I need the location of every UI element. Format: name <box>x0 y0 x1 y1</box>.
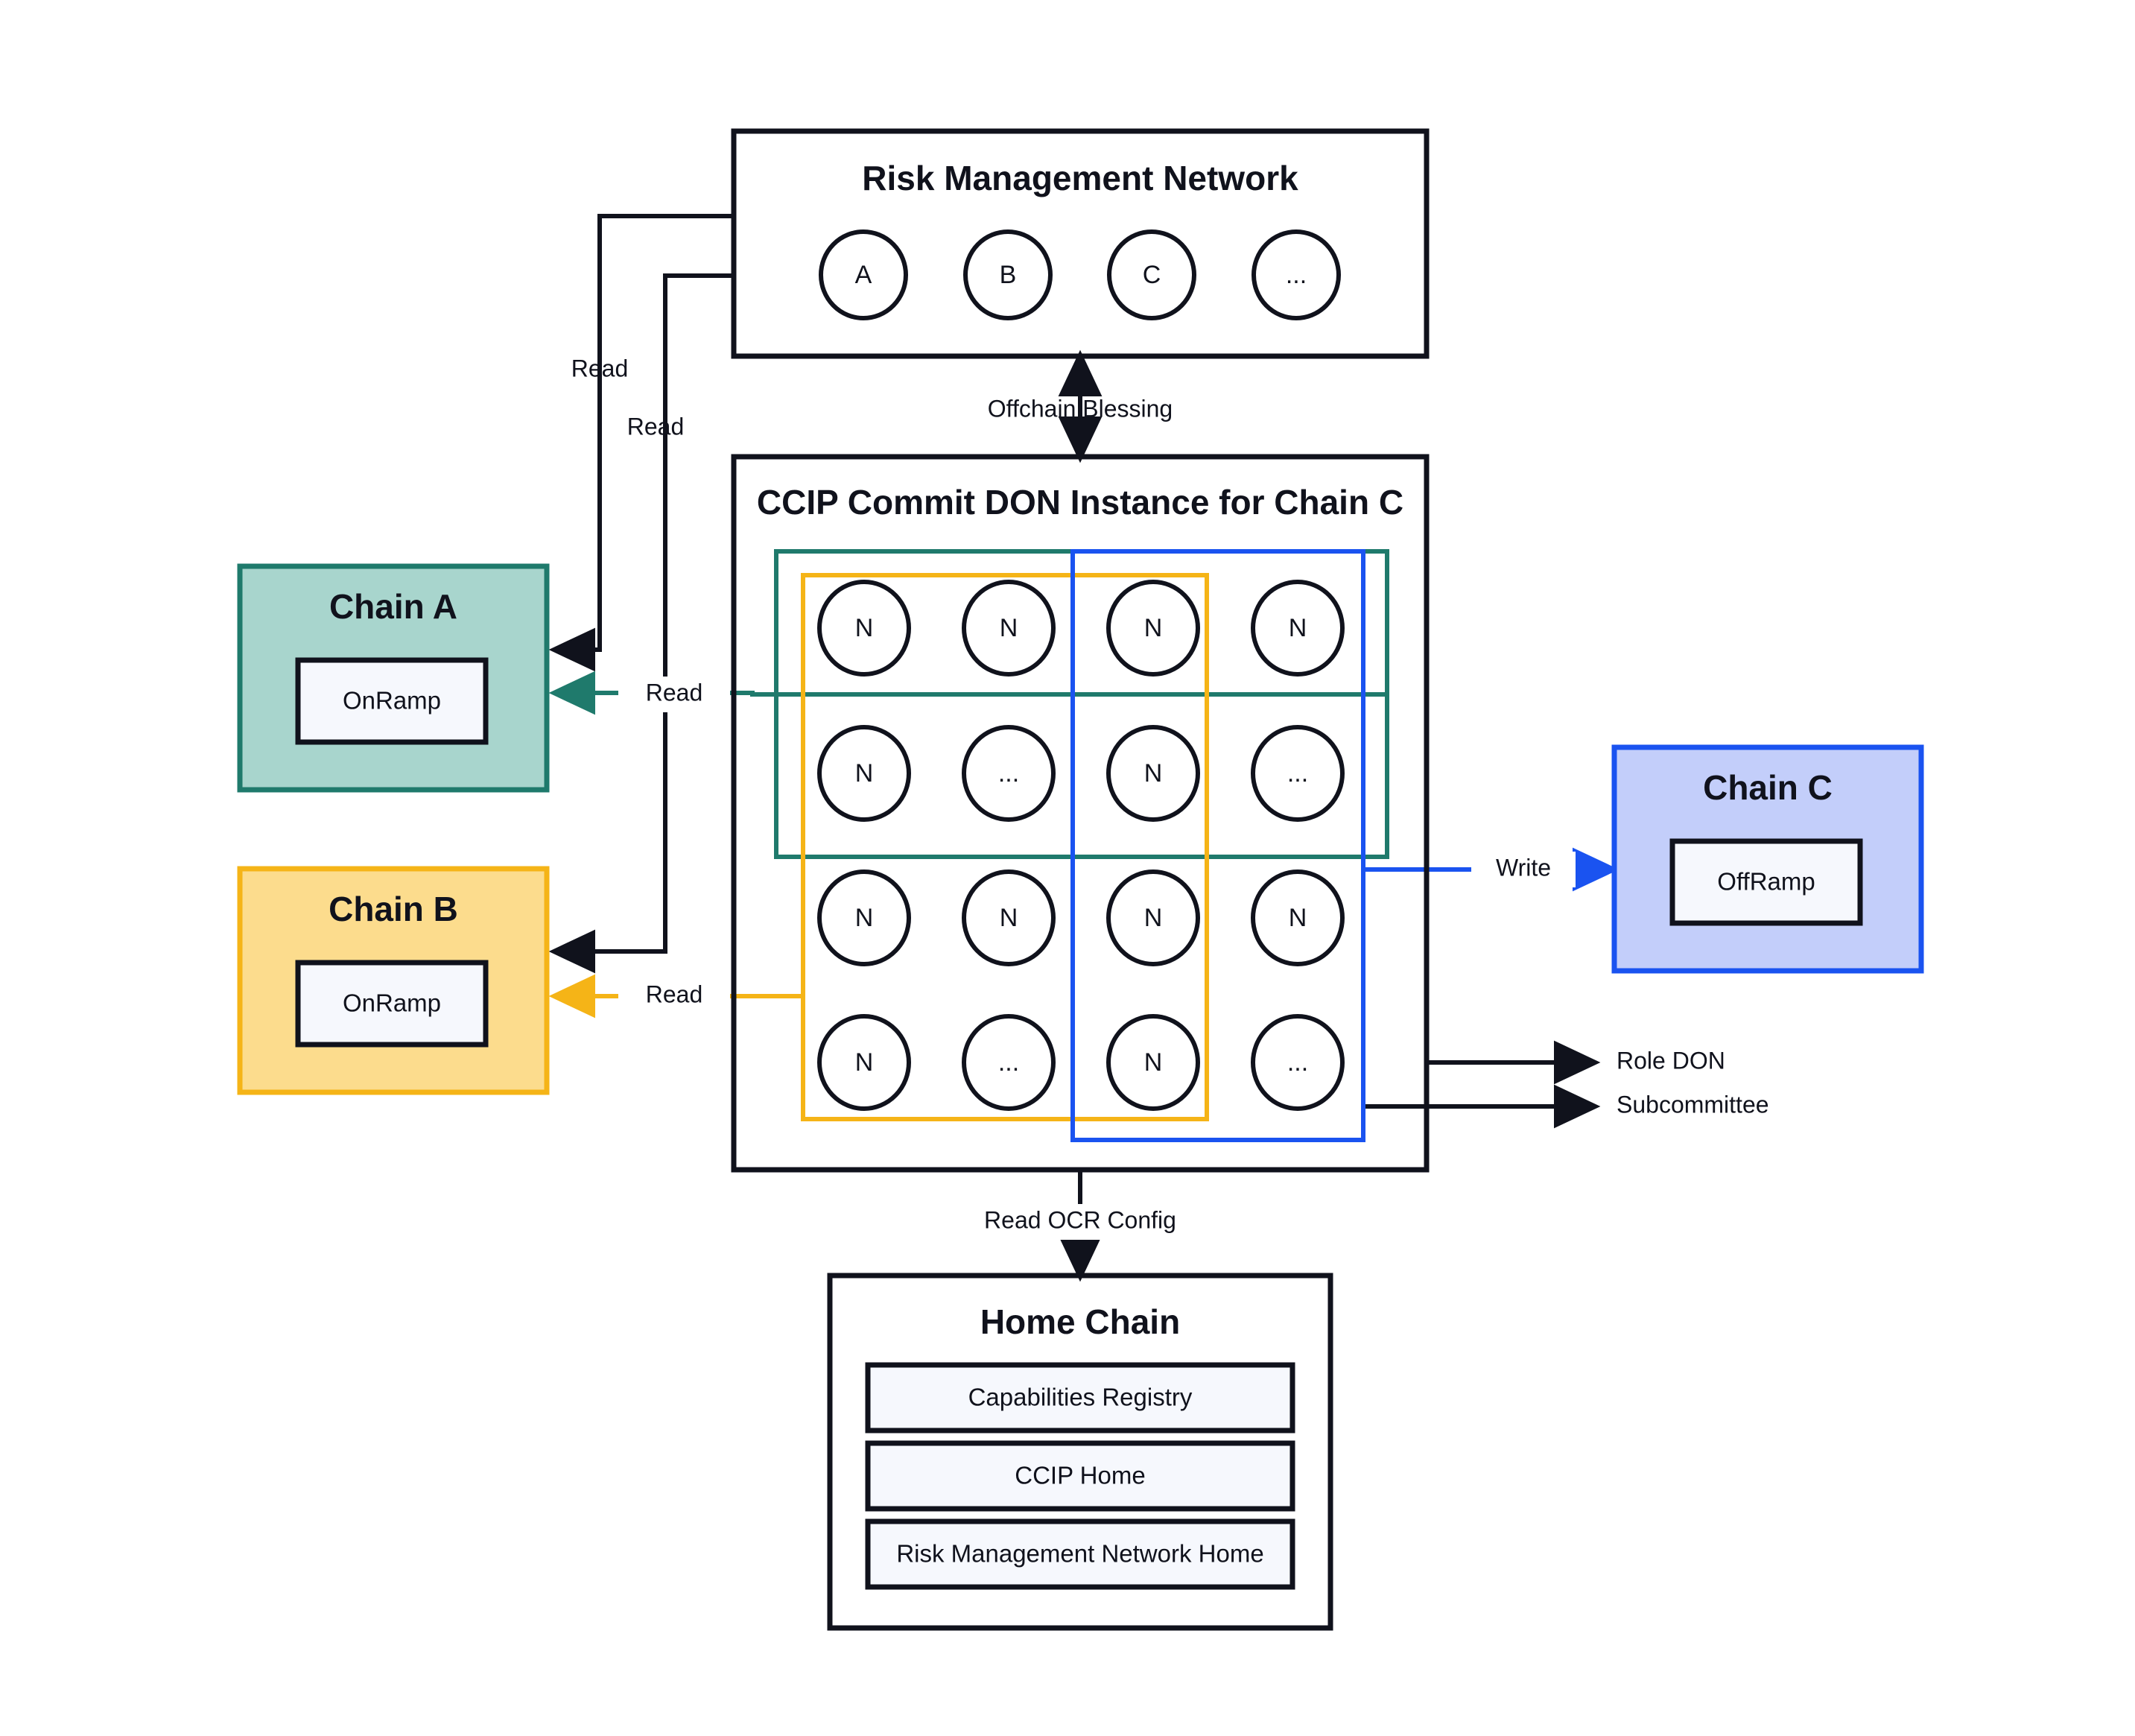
chain-b-title: Chain B <box>329 890 458 928</box>
don-node: ... <box>962 725 1056 822</box>
rmn-node: B <box>963 229 1053 320</box>
don-node-label: N <box>1144 904 1163 932</box>
don-node-label: ... <box>998 759 1019 788</box>
home-chain-box[interactable]: Home Chain Capabilities Registry CCIP Ho… <box>827 1273 1333 1631</box>
chain-b-onramp-label: OnRamp <box>343 989 441 1017</box>
rmn-node-label: C <box>1143 261 1161 289</box>
don-node-label: ... <box>1287 759 1308 788</box>
edge-read-ocr-config: Read OCR Config <box>957 1170 1203 1282</box>
chain-c-title: Chain C <box>1703 768 1833 807</box>
edge-subcommittee: Subcommittee <box>1363 1084 1769 1129</box>
group-outline-orange <box>801 573 1209 1121</box>
don-node: ... <box>1251 725 1345 822</box>
rmn-node: A <box>819 229 908 320</box>
don-node-label: N <box>855 904 874 932</box>
group-outline-blue <box>1070 549 1365 1142</box>
chain-a-title: Chain A <box>329 587 457 626</box>
chain-a-onramp-label: OnRamp <box>343 687 441 715</box>
don-node-label: N <box>855 1048 874 1077</box>
legend-label-subcommittee: Subcommittee <box>1617 1091 1769 1118</box>
edge-don-read-chain-b: Read <box>548 974 803 1019</box>
don-node: ... <box>962 1014 1056 1111</box>
chain-b-box[interactable]: Chain B OnRamp <box>237 866 550 1095</box>
don-node: N <box>1106 725 1200 822</box>
don-node-label: N <box>1289 904 1307 932</box>
home-chain-item[interactable]: Capabilities Registry <box>865 1362 1295 1434</box>
home-chain-item-label: Risk Management Network Home <box>896 1540 1263 1568</box>
edge-label-don-write-c: Write <box>1496 854 1551 881</box>
don-node-label: N <box>1144 759 1163 788</box>
don-node: N <box>1106 1014 1200 1111</box>
edge-rmn-read-chain-a: Read <box>548 214 734 672</box>
don-node-label: N <box>1000 614 1018 642</box>
home-chain-item-label: Capabilities Registry <box>968 1384 1193 1411</box>
chain-c-offramp-label: OffRamp <box>1717 868 1815 896</box>
edge-label-rmn-read-a: Read <box>571 355 629 381</box>
rmn-node: C <box>1107 229 1196 320</box>
don-node-label: N <box>1289 614 1307 642</box>
don-node: N <box>817 1014 911 1111</box>
commit-don-box[interactable]: CCIP Commit DON Instance for Chain C N N… <box>731 454 1430 1173</box>
chain-c-offramp-box <box>1669 838 1863 926</box>
don-node: N <box>962 580 1056 677</box>
don-node: N <box>1251 580 1345 677</box>
chain-a-onramp-box <box>295 657 489 745</box>
don-node: N <box>1251 869 1345 966</box>
don-node-label: ... <box>1287 1048 1308 1077</box>
commit-don-title: CCIP Commit DON Instance for Chain C <box>757 483 1403 522</box>
risk-management-network-box[interactable]: Risk Management Network A B C ... <box>731 128 1430 359</box>
edge-label-read-ocr-config: Read OCR Config <box>984 1206 1176 1233</box>
edge-don-read-chain-a: Read <box>548 671 1387 715</box>
don-node: ... <box>1251 1014 1345 1111</box>
home-chain-item[interactable]: CCIP Home <box>865 1440 1295 1512</box>
chain-b-onramp-box <box>295 960 489 1048</box>
rmn-node-label: ... <box>1286 261 1307 289</box>
don-node-label: N <box>855 759 874 788</box>
don-node-label: ... <box>998 1048 1019 1077</box>
legend-label-role-don: Role DON <box>1617 1047 1725 1074</box>
edge-rmn-read-chain-b: Read <box>548 273 734 974</box>
edge-role-don: Role DON <box>1427 1040 1725 1085</box>
don-node: N <box>1106 580 1200 677</box>
rmn-node: ... <box>1252 229 1341 320</box>
don-node: N <box>1106 869 1200 966</box>
don-node-label: N <box>1144 1048 1163 1077</box>
edge-don-write-chain-c: Write <box>1363 847 1620 892</box>
don-node: N <box>962 869 1056 966</box>
edge-label-rmn-read-b: Read <box>627 413 685 440</box>
don-node-label: N <box>1000 904 1018 932</box>
chain-c-box[interactable]: Chain C OffRamp <box>1611 744 1924 974</box>
don-node-label: N <box>855 614 874 642</box>
home-chain-item-label: CCIP Home <box>1015 1462 1145 1489</box>
rmn-node-label: B <box>1000 261 1017 289</box>
home-chain-title: Home Chain <box>980 1302 1180 1341</box>
edge-label-don-read-a: Read <box>646 679 703 706</box>
rmn-node-label: A <box>855 261 872 289</box>
chain-a-box[interactable]: Chain A OnRamp <box>237 563 550 793</box>
don-node: N <box>817 725 911 822</box>
home-chain-item[interactable]: Risk Management Network Home <box>865 1518 1295 1590</box>
edge-label-offchain-blessing: Offchain Blessing <box>988 395 1173 422</box>
edge-label-don-read-b: Read <box>646 981 703 1007</box>
risk-management-network-title: Risk Management Network <box>862 159 1298 197</box>
don-node: N <box>817 869 911 966</box>
edge-offchain-blessing: Offchain Blessing <box>988 349 1173 463</box>
don-node: N <box>817 580 911 677</box>
don-node-label: N <box>1144 614 1163 642</box>
